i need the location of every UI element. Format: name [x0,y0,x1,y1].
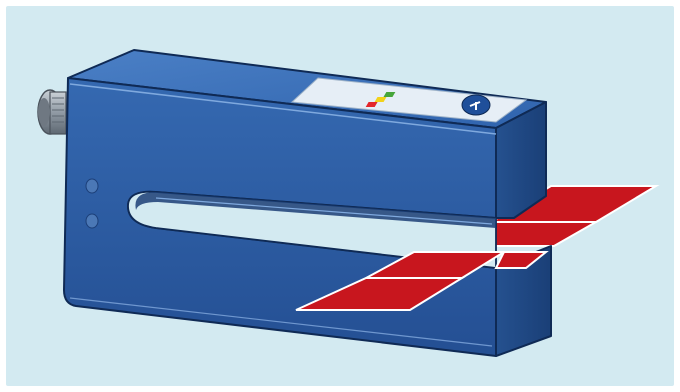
led-green-icon [383,92,396,97]
mounting-hole-bottom [85,213,99,229]
red-strip-front [295,251,549,311]
led-yellow-icon [374,97,387,102]
m8-connector-icon [37,89,67,135]
fork-sensor-illustration [37,49,660,357]
mounting-hole-top [85,178,99,194]
label-panel [290,77,528,123]
led-red-icon [365,102,378,107]
illustration-frame [6,6,674,386]
